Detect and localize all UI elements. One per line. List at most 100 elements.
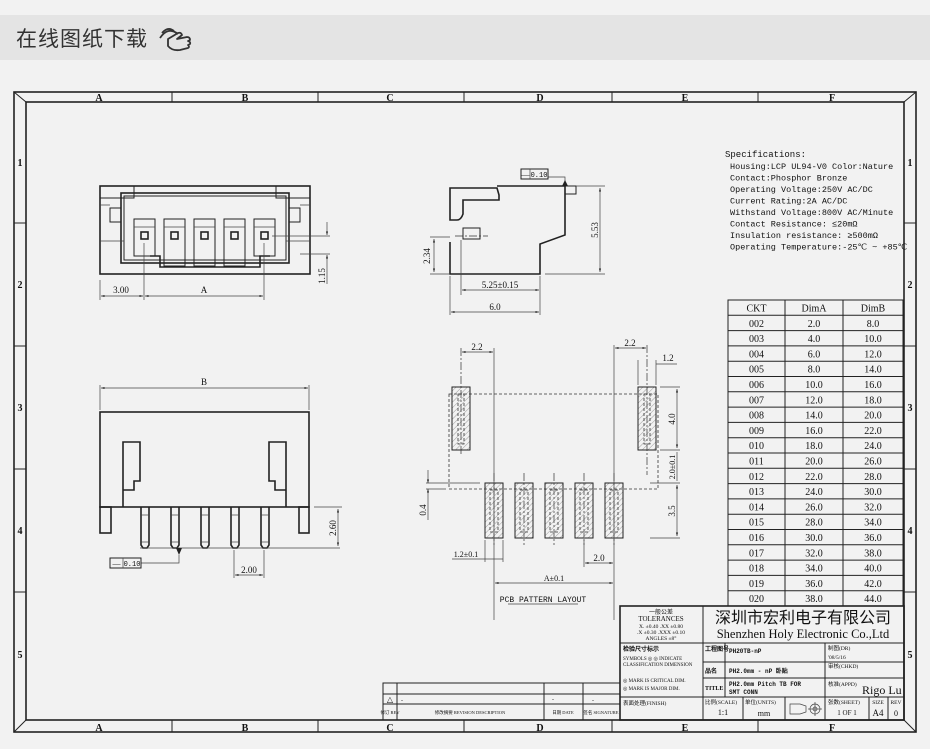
contact-pin [200,231,209,240]
column-label-bottom: B [242,723,249,734]
dim-pcb-1-2: 1.2 [662,353,673,363]
row-label-right: 2 [908,280,913,291]
critical-dim-note: ◎ MARK IS CRITICAL DIM. [623,678,686,684]
spec-line: Withstand Voltage:800V AC/Minute [730,208,893,218]
row-label-left: 4 [18,526,23,537]
dim-pcb-2-0-v: 2.0±0.1 [668,455,677,479]
inspection-label: 检验尺寸标示 [623,645,659,653]
bottom-view: B 2.60 — 0.10 2.00 [99,377,342,578]
contact-slot [133,218,156,257]
col-signature: 签名 SIGNATURE [583,709,618,716]
name-label: 品名 [705,667,717,675]
table-cell: 30.0 [864,487,882,498]
dim-pcb-2-0-pitch: 2.0 [593,553,605,563]
table-cell: 28.0 [805,518,823,529]
table-header: CKT [747,304,767,315]
table-cell: 44.0 [864,594,882,605]
dim-3-00: 3.00 [113,285,129,295]
dim-pcb-2-2-left: 2.2 [471,342,482,352]
column-label-bottom: F [829,723,835,734]
table-cell: 007 [749,395,764,406]
table-cell: 016 [749,533,764,544]
table-cell: 12.0 [864,349,882,360]
flatness-symbol: — [521,170,531,179]
table-cell: 14.0 [864,365,882,376]
dim-pcb-4-0: 4.0 [667,413,677,425]
projection-symbol-icon [789,702,822,716]
table-cell: 010 [749,441,764,452]
contact-pin [140,231,149,240]
row-label-right: 3 [908,403,913,414]
column-label-bottom: C [386,723,393,734]
table-cell: 42.0 [864,579,882,590]
hand-pointer-icon[interactable] [158,23,202,53]
revision-date: - [552,697,554,703]
rev-label: REV [891,700,902,706]
column-label-top: A [95,93,103,104]
col-description: 修改摘要 REVISION DESCRIPTION [435,709,506,716]
row-label-left: 2 [18,280,23,291]
scale-value: 1:1 [718,708,728,717]
table-cell: 012 [749,472,764,483]
contact-slot [163,218,186,267]
column-label-bottom: E [682,723,689,734]
pcb-pattern-layout: 2.2 2.2 1.2 4.0 2.0±0.1 3.5 0.4 1.2±0.1 … [418,338,680,620]
part-name: PH2.0mm - nP 卧贴 [729,667,788,675]
row-label-left: 1 [18,158,23,169]
classification-line: CLASSIFICATION DIMENSION [623,663,693,668]
table-cell: 8.0 [808,365,821,376]
title-line-2: SMT CONN [729,689,758,696]
row-label-left: 3 [18,403,23,414]
front-view: 3.00 A 1.15 [99,185,330,300]
front-dimensions: 3.00 A 1.15 [99,222,330,300]
spec-heading: Specifications: [725,150,806,160]
tolerance-line-2: .X ±0.30 .XXX ±0.10 [637,630,685,636]
table-cell: 019 [749,579,764,590]
table-cell: 36.0 [864,533,882,544]
spec-line: Current Rating:2A AC/DC [730,197,847,207]
table-cell: 40.0 [864,564,882,575]
column-label-top: D [536,93,543,104]
part-number: PH20TB-nP [729,648,762,655]
title-block: 一般公差 TOLERANCES X. ±0.40 .XX ±0.80 .X ±0… [619,605,905,721]
tolerance-angles: ANGLES ±8° [645,635,676,642]
table-cell: 32.0 [864,502,882,513]
checked-label: 审核(CHKD) [828,662,858,670]
approved-by: Rigo Lu [862,683,902,697]
table-cell: 003 [749,334,764,345]
row-label-right: 4 [908,526,913,537]
dim-1-15: 1.15 [317,268,327,284]
dim-pcb-3-5: 3.5 [667,505,677,517]
table-cell: 32.0 [805,548,823,559]
row-label-left: 5 [18,650,23,661]
table-cell: 34.0 [805,564,823,575]
table-header: DimA [802,304,828,315]
table-cell: 20.0 [805,457,823,468]
spec-line: Contact Resistance: ≤20mΩ [730,220,858,230]
table-cell: 005 [749,365,764,376]
revision-triangle-icon: △ [387,695,394,704]
table-cell: 015 [749,518,764,529]
major-dim-note: ◎ MARK IS MAJOR DIM. [623,686,680,692]
table-cell: 26.0 [805,502,823,513]
units-label: 单位(UNITS) [745,698,776,706]
page-title: 在线图纸下载 [16,26,148,51]
table-cell: 002 [749,319,764,330]
table-cell: 006 [749,380,764,391]
table-cell: 18.0 [864,395,882,406]
column-label-top: F [829,93,835,104]
table-cell: 20.0 [864,411,882,422]
size-label: SIZE [872,700,884,706]
dim-2-60: 2.60 [328,520,338,536]
revision-signature: - [592,698,594,704]
spec-line: Operating Temperature:-25℃ ~ +85℃ [730,243,908,253]
table-cell: 26.0 [864,457,882,468]
column-label-top: C [386,93,393,104]
column-label-top: B [242,93,249,104]
